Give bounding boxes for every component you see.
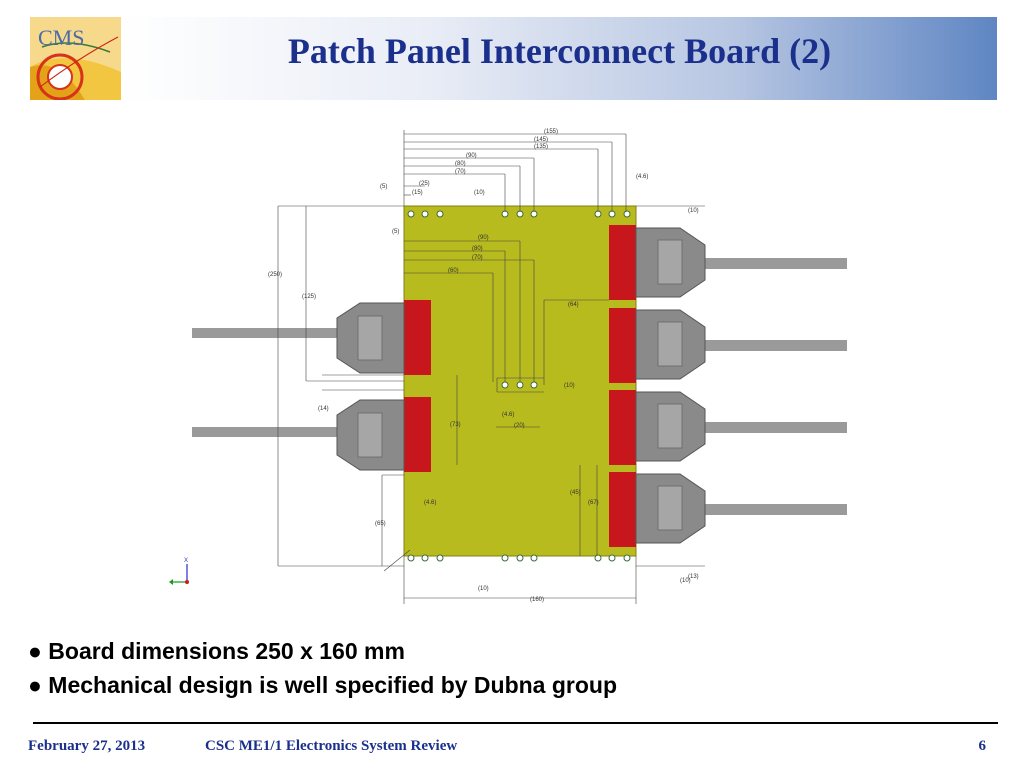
dim-10d: (10)	[564, 383, 575, 389]
dim-60: (60)	[448, 268, 459, 274]
dim-70: (70)	[455, 169, 466, 175]
cms-logo-text: CMS	[38, 25, 84, 50]
bullet-board-dimensions: ● Board dimensions 250 x 160 mm	[28, 638, 405, 664]
dim-155: (155)	[544, 129, 558, 135]
connectors-left	[336, 300, 431, 472]
dimension-lines	[277, 130, 705, 604]
dim-67: (67)	[588, 500, 599, 506]
dim-160: (160)	[530, 597, 544, 603]
dim-4-6b: (4.6)	[424, 500, 436, 506]
dim-5b: (5)	[392, 229, 399, 235]
footer-divider	[33, 722, 998, 724]
dim-135: (135)	[534, 144, 548, 150]
dim-90: (90)	[466, 153, 477, 159]
dim-90b: (90)	[478, 235, 489, 241]
dim-15: (15)	[412, 190, 423, 196]
cms-logo: CMS	[30, 17, 121, 100]
mounting-holes	[407, 210, 631, 562]
cables-right	[705, 258, 847, 515]
dim-13: (13)	[688, 574, 699, 580]
connectors-right	[609, 225, 706, 547]
dim-20: (20)	[514, 423, 525, 429]
dim-10c: (10)	[478, 586, 489, 592]
dim-25: (25)	[419, 181, 430, 187]
bullet-mechanical-design: ● Mechanical design is well specified by…	[28, 672, 618, 698]
dim-4-6c: (4.6)	[502, 412, 514, 418]
footer-event: CSC ME1/1 Electronics System Review	[205, 738, 458, 754]
dim-65: (65)	[375, 521, 386, 527]
dim-80: (80)	[455, 161, 466, 167]
dim-10a: (10)	[474, 190, 485, 196]
dim-64: (64)	[568, 302, 579, 308]
dim-145: (145)	[534, 137, 548, 143]
dim-70b: (70)	[472, 255, 483, 261]
axis-label: X	[184, 558, 188, 564]
dim-45: (45)	[570, 490, 581, 496]
dim-73: (73)	[450, 422, 461, 428]
dim-250: (250)	[268, 272, 282, 278]
footer-date: February 27, 2013	[28, 738, 146, 754]
dimension-labels: (155) (145) (135) (90) (80) (70) (25) (1…	[268, 129, 699, 603]
dim-14: (14)	[318, 406, 329, 412]
dim-10e: (10)	[680, 578, 691, 584]
dim-80b: (80)	[472, 246, 483, 252]
page-title: Patch Panel Interconnect Board (2)	[287, 31, 832, 71]
dim-4-6a: (4.6)	[636, 174, 648, 180]
dim-125: (125)	[302, 294, 316, 300]
bullet-list: ● Board dimensions 250 x 160 mm ● Mechan…	[28, 634, 617, 702]
axis-triad: X	[169, 558, 189, 585]
page-number: 6	[978, 738, 987, 754]
dim-10b: (10)	[688, 208, 699, 214]
board-drawing: (155) (145) (135) (90) (80) (70) (25) (1…	[169, 129, 847, 604]
cables-left	[192, 328, 342, 437]
dim-5a: (5)	[380, 184, 387, 190]
header-band	[122, 17, 997, 100]
